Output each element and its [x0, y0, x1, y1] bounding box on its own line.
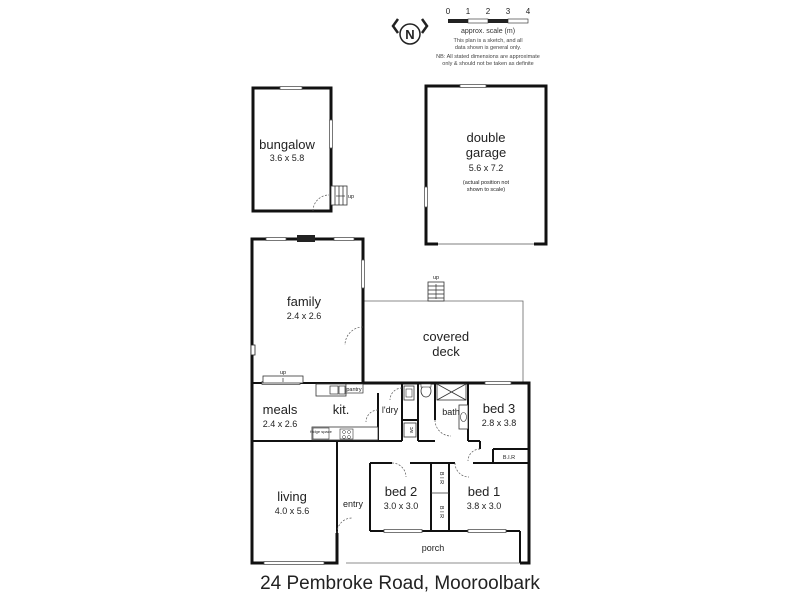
window [424, 186, 428, 208]
room-name-bungalow: bungalow [259, 137, 315, 152]
fridge-space-label: fridge space [310, 429, 333, 434]
bungalow-steps [330, 185, 348, 206]
fridge-space [312, 427, 330, 440]
cooktop-icon [339, 428, 354, 440]
door-swing [434, 419, 452, 437]
door-swing [365, 409, 379, 423]
bir-label: B I R [438, 506, 444, 518]
scale-tick-label: 3 [506, 7, 511, 16]
scale-label: approx. scale (m) [461, 28, 515, 35]
room-name-deck-line2: deck [432, 344, 460, 359]
room-name-meals: meals [263, 402, 298, 417]
door-swing [389, 387, 403, 401]
room-name-garage-line1: double [466, 130, 505, 145]
up-label: up [280, 370, 286, 376]
pantry-label: pantry [346, 387, 362, 393]
compass-circle [399, 23, 421, 45]
door-swing [312, 194, 330, 212]
garage-note-line1: (actual position not [463, 180, 510, 186]
room-name-kitchen: kit. [333, 402, 350, 417]
disclaimer-line: This plan is a sketch, and all [453, 38, 522, 44]
scale-tick-label: 2 [486, 7, 491, 16]
pantry [345, 383, 364, 394]
door-swing [454, 462, 470, 478]
compass-letter: N [405, 27, 414, 42]
room-name-porch: porch [422, 543, 445, 553]
window [333, 237, 355, 241]
door-swing [344, 326, 364, 346]
wc-label: wc [409, 426, 415, 433]
window [361, 259, 365, 289]
doors [336, 326, 481, 534]
scale-tick-label: 4 [526, 7, 531, 16]
room-dims-meals: 2.4 x 2.6 [263, 419, 298, 429]
disclaimer-line: NB: All stated dimensions are approximat… [436, 54, 540, 60]
bungalow: up bungalow 3.6 x 5.8 [251, 86, 354, 213]
scale-bar: 0 1 2 3 4 approx. scale (m) This plan is… [436, 7, 540, 67]
room-dims-bed3: 2.8 x 3.8 [482, 418, 517, 428]
scale-tick-label: 1 [466, 7, 471, 16]
meals-steps: up [262, 370, 304, 384]
bir-label: B I R [438, 472, 444, 484]
room-name-bed2: bed 2 [385, 484, 418, 499]
window [383, 529, 423, 533]
room-name-family: family [287, 294, 321, 309]
compass-left-chevron [391, 18, 400, 34]
window [263, 561, 325, 565]
built-in-robes: B.I.R B I R B I R [438, 455, 515, 518]
room-dims-bed2: 3.0 x 3.0 [384, 501, 419, 511]
covered-deck: up covered deck [363, 275, 524, 383]
garage-note-line2: shown to scale) [467, 187, 505, 193]
up-label: up [348, 194, 354, 200]
fireplace-icon [297, 235, 315, 242]
window [467, 529, 507, 533]
room-name-living: living [277, 489, 307, 504]
sink-icon [338, 385, 346, 395]
room-dims-garage: 5.6 x 7.2 [469, 163, 504, 173]
kitchen-fittings: pantry fridge space [310, 383, 379, 441]
compass: N [391, 18, 429, 45]
property-address: 24 Pembroke Road, Mooroolbark [260, 573, 540, 594]
room-labels: family 2.4 x 2.6 meals 2.4 x 2.6 kit. l'… [263, 294, 517, 553]
room-name-entry: entry [343, 499, 364, 509]
deck-steps [427, 281, 445, 302]
deck-outline [363, 300, 524, 383]
room-dims-family: 2.4 x 2.6 [287, 311, 322, 321]
trough-icon [403, 385, 415, 401]
room-name-bath: bath [442, 407, 460, 417]
window [329, 119, 333, 149]
window [459, 84, 487, 88]
window [279, 86, 303, 90]
room-dims-bungalow: 3.6 x 5.8 [270, 153, 305, 163]
disclaimer-line: only & should not be taken as definite [442, 61, 533, 67]
room-dims-bed1: 3.8 x 3.0 [467, 501, 502, 511]
wet-area-fittings: wc [403, 383, 469, 438]
scale-tick-label: 0 [446, 7, 451, 16]
bir-label: B.I.R [503, 455, 515, 461]
door-swing [336, 517, 353, 534]
compass-right-chevron [420, 18, 429, 34]
disclaimer-line: data shown is general only. [455, 45, 522, 51]
door-swing [467, 448, 481, 462]
room-name-deck-line1: covered [423, 329, 469, 344]
vanity-icon [458, 404, 469, 430]
sink-icon [329, 385, 339, 395]
wc-cistern [403, 422, 417, 438]
door-swing [391, 462, 407, 478]
up-label: up [433, 275, 439, 281]
room-name-bed1: bed 1 [468, 484, 501, 499]
window [484, 381, 512, 385]
room-name-garage-line2: garage [466, 145, 506, 160]
room-dims-living: 4.0 x 5.6 [275, 506, 310, 516]
room-name-bed3: bed 3 [483, 401, 516, 416]
room-name-laundry: l'dry [382, 405, 399, 415]
window [265, 237, 287, 241]
double-garage: double garage 5.6 x 7.2 (actual position… [424, 84, 548, 246]
heater-icon [250, 344, 256, 356]
